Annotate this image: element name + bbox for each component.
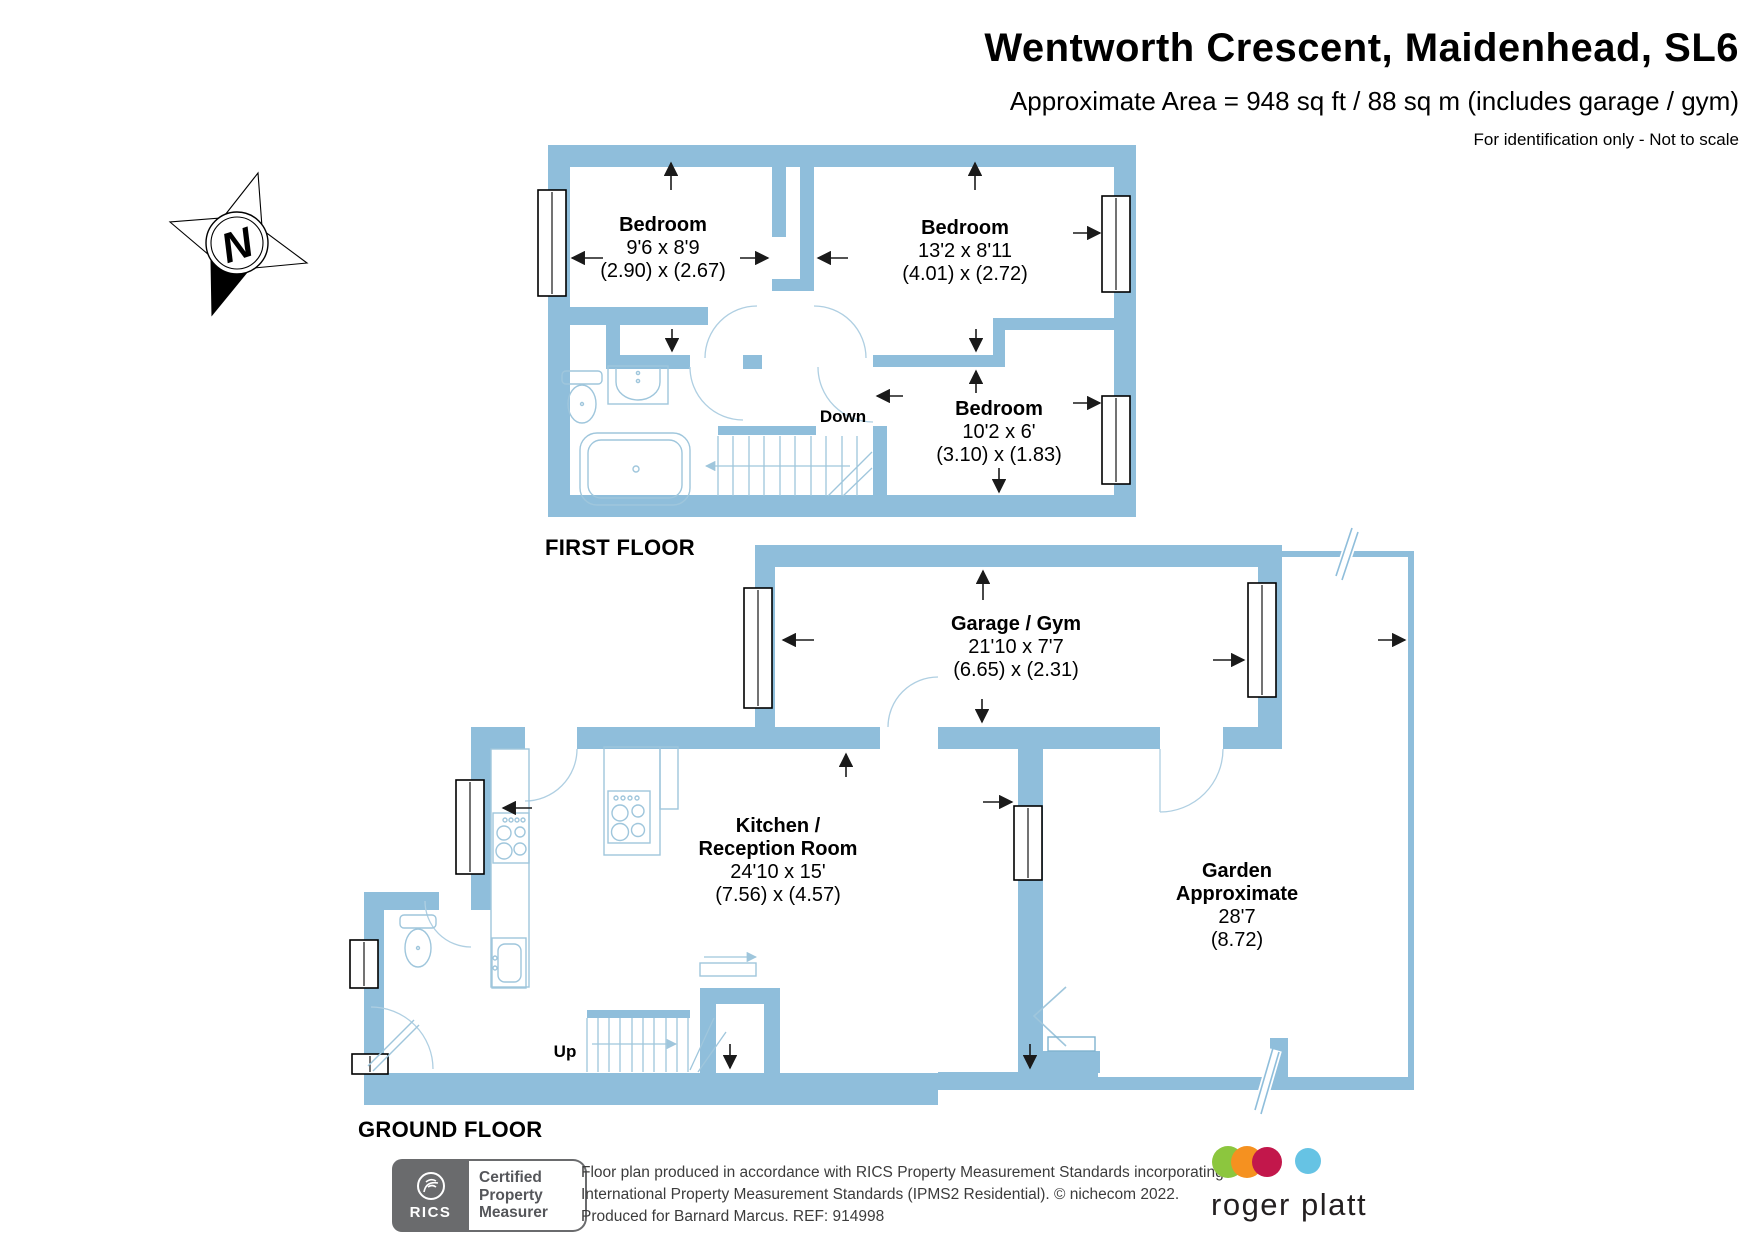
identification-note: For identification only - Not to scale — [1473, 130, 1739, 149]
compass-rose-icon: N — [168, 171, 309, 317]
sink-icon — [491, 937, 527, 989]
hob-icon — [492, 812, 530, 864]
first-floor-label: FIRST FLOOR — [545, 535, 695, 560]
roger-platt-dots-icon — [1212, 1146, 1321, 1178]
rics-lion-icon — [416, 1171, 445, 1200]
room-label-bedroom-3: Bedroom 10'2 x 6' (3.10) x (1.83) — [936, 398, 1062, 466]
rics-certified-badge: RICS Certified Property Measurer — [392, 1159, 587, 1232]
disclaimer-text: Floor plan produced in accordance with R… — [581, 1164, 1224, 1225]
page-title: Wentworth Crescent, Maidenhead, SL6 — [984, 26, 1739, 70]
room-label-bedroom-1: Bedroom 9'6 x 8'9 (2.90) x (2.67) — [600, 214, 726, 282]
radiator-icon — [699, 951, 758, 977]
dimension-arrows-ground-floor — [501, 569, 1407, 1070]
fence-break-icon — [1252, 527, 1361, 1115]
area-subtitle: Approximate Area = 948 sq ft / 88 sq m (… — [1009, 86, 1739, 116]
bathroom-fixtures — [561, 365, 691, 506]
roger-platt-logo: roger platt — [1211, 1145, 1367, 1223]
hob-icon — [607, 790, 651, 844]
ground-floor-plan — [349, 527, 1414, 1115]
rics-line: Measurer — [479, 1204, 548, 1222]
stairs-ground-floor — [586, 1017, 727, 1073]
stairs-down-label: Down — [819, 407, 867, 426]
window — [537, 189, 1131, 485]
door-arc — [689, 305, 874, 423]
header: Wentworth Crescent, Maidenhead, SL6 Appr… — [984, 26, 1739, 150]
first-floor-plan — [537, 145, 1136, 517]
stairs-up-label: Up — [553, 1042, 577, 1061]
toilet-icon — [399, 914, 437, 968]
stairs-first-floor — [704, 436, 873, 497]
door-arc — [367, 676, 1224, 1072]
rics-line: Certified — [479, 1169, 542, 1187]
room-label-bedroom-2: Bedroom 13'2 x 8'11 (4.01) x (2.72) — [902, 217, 1028, 285]
garden-gate — [1047, 1036, 1096, 1052]
ground-floor-label: GROUND FLOOR — [358, 1117, 543, 1142]
dimension-arrows-first-floor — [570, 161, 1102, 494]
rics-org-label: RICS — [409, 1203, 452, 1221]
garden-break-icon — [1032, 986, 1067, 1047]
kitchen-fixtures — [490, 746, 758, 989]
room-label-garage-gym: Garage / Gym 21'10 x 7'7 (6.65) x (2.31) — [950, 613, 1082, 681]
room-label-garden: Garden Approximate 28'7 (8.72) — [1175, 860, 1299, 951]
room-label-kitchen-reception: Kitchen / Reception Room 24'10 x 15' (7.… — [698, 815, 858, 906]
rics-line: Property — [479, 1186, 543, 1204]
roger-platt-name: roger platt — [1211, 1187, 1368, 1222]
